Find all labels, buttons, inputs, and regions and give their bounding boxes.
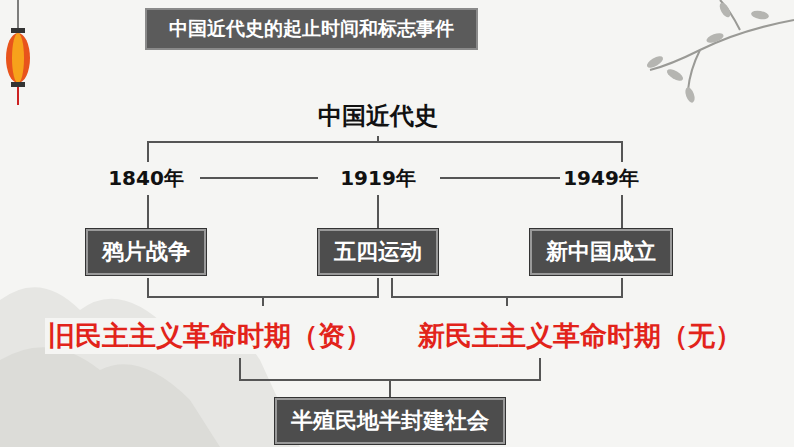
- event-text: 新中国成立: [546, 237, 656, 267]
- event-text: 半殖民地半封建社会: [291, 406, 489, 436]
- event-box: 半殖民地半封建社会: [275, 398, 505, 444]
- leaves: [645, 1, 769, 104]
- branch: [650, 0, 794, 90]
- title-bar: 中国近代史的起止时间和标志事件: [145, 8, 478, 50]
- event-box: 新中国成立: [530, 229, 672, 275]
- event-text: 鸦片战争: [102, 237, 190, 267]
- mountain-wash: [0, 347, 220, 447]
- event-text: 五四运动: [334, 237, 422, 267]
- title-text: 中国近代史的起止时间和标志事件: [169, 16, 454, 42]
- year-label: 1840年: [105, 165, 187, 192]
- year-label: 1949年: [560, 165, 642, 192]
- period-label: 新民主主义革命时期（无）: [415, 318, 745, 354]
- period-label: 旧民主主义革命时期（资）: [45, 318, 375, 354]
- mountain-wash: [0, 287, 300, 447]
- event-box: 五四运动: [318, 229, 438, 275]
- lantern: [6, 0, 30, 105]
- year-label: 1919年: [337, 165, 419, 192]
- heading-label: 中国近代史: [315, 100, 441, 132]
- event-box: 鸦片战争: [86, 229, 206, 275]
